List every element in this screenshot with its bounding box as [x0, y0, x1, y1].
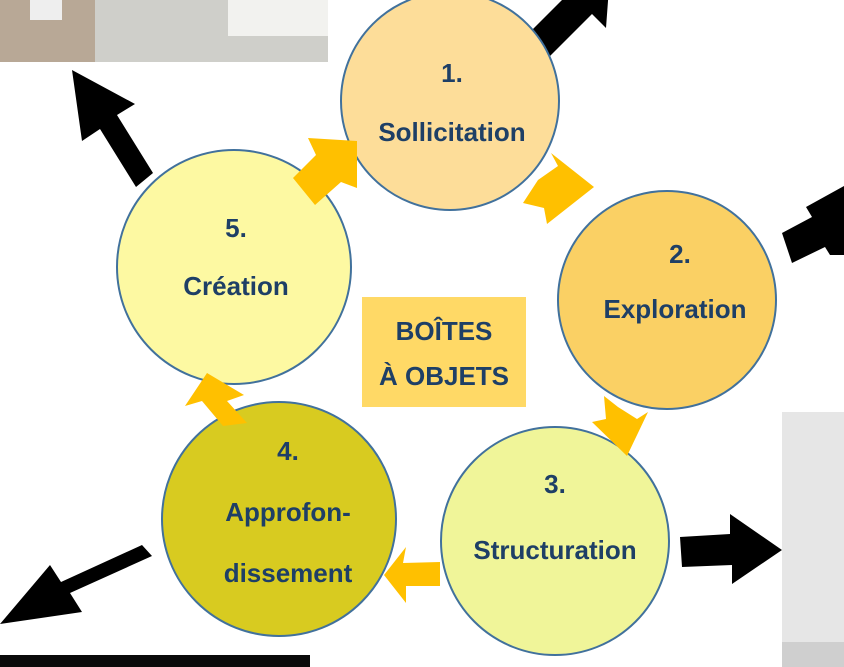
step-2-number: 2. [669, 239, 691, 269]
cycle-arrow-1-to-2 [523, 153, 594, 224]
outward-arrow-step-3 [680, 514, 782, 584]
step-4-label-line-1: Approfon- [225, 497, 351, 527]
step-4-number: 4. [277, 436, 299, 466]
cycle-arrow-2-to-3 [592, 396, 648, 456]
circle-step-4 [161, 401, 397, 637]
cycle-arrow-4-to-5 [185, 373, 247, 426]
photo-right [782, 412, 844, 667]
circle-step-2 [557, 190, 777, 410]
photo-top-left [0, 0, 328, 62]
step-4-label-line-2: dissement [224, 558, 353, 588]
step-1-number: 1. [441, 58, 463, 88]
outward-arrow-step-2 [782, 186, 844, 263]
circle-step-1 [340, 0, 560, 211]
outward-arrow-step-4 [0, 545, 152, 624]
outward-arrow-step-5 [72, 70, 153, 187]
center-box-line-1: BOÎTES [396, 316, 493, 346]
step-3-number: 3. [544, 469, 566, 499]
step-2-label: Exploration [603, 294, 746, 324]
center-box [362, 297, 526, 407]
photo-bottom-left [0, 655, 310, 667]
circle-step-5 [116, 149, 352, 385]
step-1-label: Sollicitation [378, 117, 525, 147]
cycle-arrow-5-to-1 [293, 138, 357, 205]
step-3-label: Structuration [473, 535, 636, 565]
circle-step-3 [440, 426, 670, 656]
center-box-line-2: À OBJETS [379, 361, 509, 391]
cycle-arrow-3-to-4 [384, 547, 440, 603]
step-5-number: 5. [225, 213, 247, 243]
step-5-label: Création [183, 271, 288, 301]
